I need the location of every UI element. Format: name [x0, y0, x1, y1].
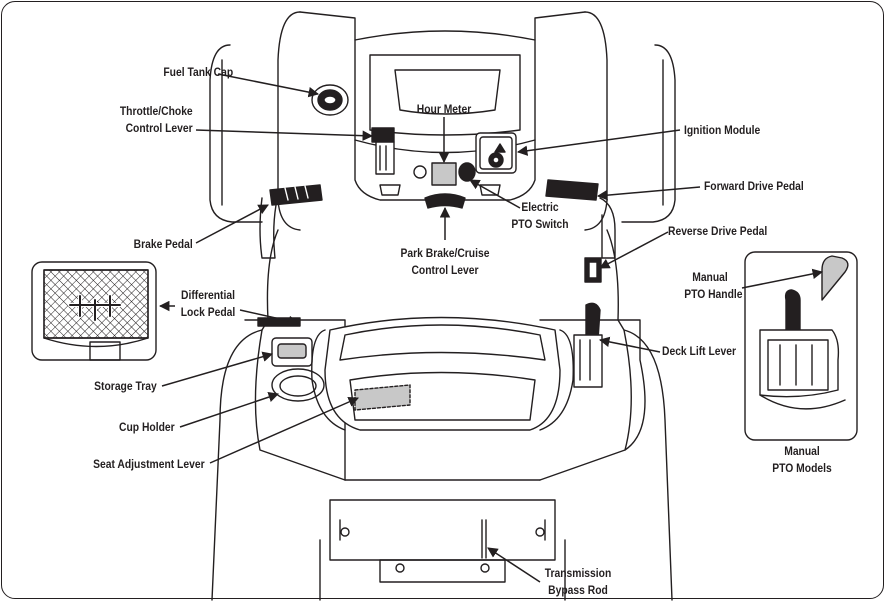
seat-shape	[311, 316, 574, 431]
fuel-tank-cap-shape	[311, 84, 349, 116]
label-fuel-tank-cap: Fuel Tank Cap	[163, 65, 233, 79]
park-brake-lever-shape	[424, 193, 466, 209]
label-seat-adjustment-lever: Seat Adjustment Lever	[93, 457, 205, 471]
label-ignition-module: Ignition Module	[684, 123, 761, 137]
label-reverse-drive-pedal: Reverse Drive Pedal	[668, 224, 768, 238]
manual-pto-inset	[744, 251, 858, 441]
reverse-drive-pedal-shape	[584, 257, 602, 283]
label-hour-meter: Hour Meter	[416, 102, 472, 116]
leader-lines	[158, 73, 824, 583]
storage-tray-shape	[271, 337, 313, 367]
brake-pedal-shape	[259, 184, 323, 259]
label-cup-holder: Cup Holder	[119, 420, 175, 434]
label-brake-pedal: Brake Pedal	[133, 237, 193, 251]
deck-lift-lever-shape	[573, 302, 603, 388]
front-left-wheel	[209, 11, 301, 231]
indicator-light	[413, 165, 427, 179]
forward-drive-pedal-shape	[545, 179, 616, 259]
cup-holder-shape	[271, 368, 325, 402]
throttle-lever-shape	[371, 127, 395, 175]
front-right-wheel	[584, 11, 676, 231]
label-storage-tray: Storage Tray	[94, 379, 157, 393]
pto-switch-shape	[458, 162, 476, 182]
ignition-module-shape	[475, 132, 517, 174]
label-forward-drive-pedal: Forward Drive Pedal	[704, 179, 804, 193]
transmission-bypass-rod-shape	[481, 519, 487, 559]
hour-meter-shape	[431, 162, 457, 186]
body-fenders	[211, 229, 673, 601]
differential-lock-inset	[31, 261, 157, 361]
label-deck-lift-lever: Deck Lift Lever	[662, 344, 737, 358]
